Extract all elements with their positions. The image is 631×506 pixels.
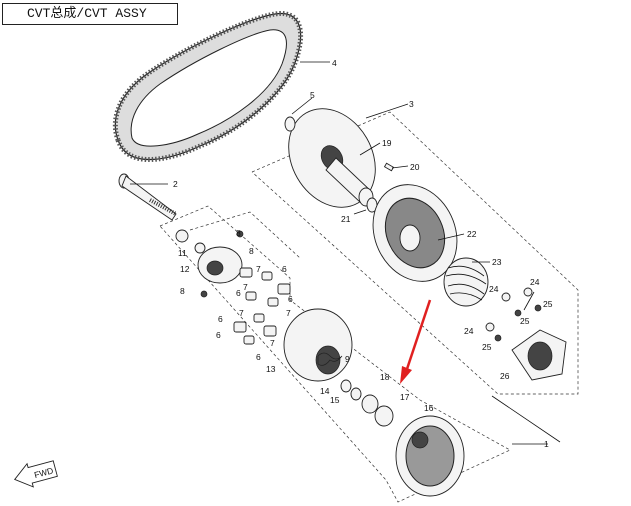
callout-24b: 24 <box>489 284 499 294</box>
cam-part-26 <box>511 329 567 381</box>
callout-6f: 6 <box>256 352 261 362</box>
callout-21: 21 <box>341 214 351 224</box>
callout-25a: 25 <box>543 299 553 309</box>
callout-7e: 7 <box>270 338 275 348</box>
fixed-sheave-part-16 <box>395 415 465 497</box>
callout-7c: 7 <box>286 308 291 318</box>
washer-part-14 <box>340 379 352 393</box>
leader-lines <box>130 61 561 445</box>
screw-parts-24-25 <box>485 287 542 342</box>
callout-15: 15 <box>330 395 340 405</box>
bearing-part-17 <box>374 405 394 427</box>
callout-14: 14 <box>320 386 330 396</box>
callout-12: 12 <box>180 264 190 274</box>
washer-part-11 <box>194 242 206 254</box>
rollers-parts-6-7 <box>233 267 291 345</box>
callout-6d: 6 <box>218 314 223 324</box>
fwd-arrow-icon: FWD <box>13 460 58 488</box>
callout-4: 4 <box>332 58 337 68</box>
spring-part-23 <box>443 257 489 307</box>
callout-26: 26 <box>500 371 510 381</box>
drive-assy-outline <box>159 205 511 503</box>
bolt-part-2 <box>118 173 177 221</box>
callout-22: 22 <box>467 229 477 239</box>
highlight-arrow <box>400 299 432 384</box>
callout-25b: 25 <box>520 316 530 326</box>
callout-24c: 24 <box>464 326 474 336</box>
drive-subassy-outline <box>189 211 301 259</box>
ring-part-5 <box>284 116 296 132</box>
screw-part-8b <box>236 230 244 238</box>
screw-part-8a <box>200 290 208 298</box>
callout-3: 3 <box>409 99 414 109</box>
callout-23: 23 <box>492 257 502 267</box>
callout-20: 20 <box>410 162 420 172</box>
callout-11: 11 <box>178 248 187 258</box>
callout-8b: 8 <box>249 246 254 256</box>
callout-9: 9 <box>345 354 350 364</box>
callout-8c: 8 <box>180 286 185 296</box>
pin-part-20 <box>383 162 395 172</box>
spider-part-12 <box>197 246 243 284</box>
callout-1: 1 <box>544 439 549 449</box>
callout-25c: 25 <box>482 342 492 352</box>
driven-fixed-sheave-part-22 <box>372 184 458 282</box>
callout-6e: 6 <box>216 330 221 340</box>
callout-24a: 24 <box>530 277 540 287</box>
callout-18: 18 <box>380 372 390 382</box>
movable-sheave-part-13 <box>283 308 353 382</box>
callout-6b: 6 <box>236 288 241 298</box>
callout-7a: 7 <box>256 264 261 274</box>
callout-16: 16 <box>424 403 434 413</box>
driven-sheave-part-3 <box>288 108 376 208</box>
callout-2: 2 <box>173 179 178 189</box>
callout-5: 5 <box>310 90 315 100</box>
callout-6c: 6 <box>288 294 293 304</box>
nut-part-10 <box>175 229 189 243</box>
washer-part-15 <box>350 387 362 401</box>
spring-part-9 <box>317 352 343 366</box>
callout-13: 13 <box>266 364 276 374</box>
fwd-label: FWD <box>33 465 54 480</box>
callout-labels: 1 2 3 4 5 6 6 6 6 6 6 7 7 7 7 7 8 8 8 9 … <box>173 58 553 449</box>
callout-7b: 7 <box>243 282 248 292</box>
callout-8a: 8 <box>236 228 241 238</box>
bushing-part-18 <box>361 394 379 414</box>
diagram-title: CVT总成/CVT ASSY <box>2 3 178 25</box>
callout-17: 17 <box>400 392 410 402</box>
drive-belt <box>112 11 304 162</box>
callout-19: 19 <box>382 138 392 148</box>
callout-7d: 7 <box>239 308 244 318</box>
callout-6a: 6 <box>282 264 287 274</box>
